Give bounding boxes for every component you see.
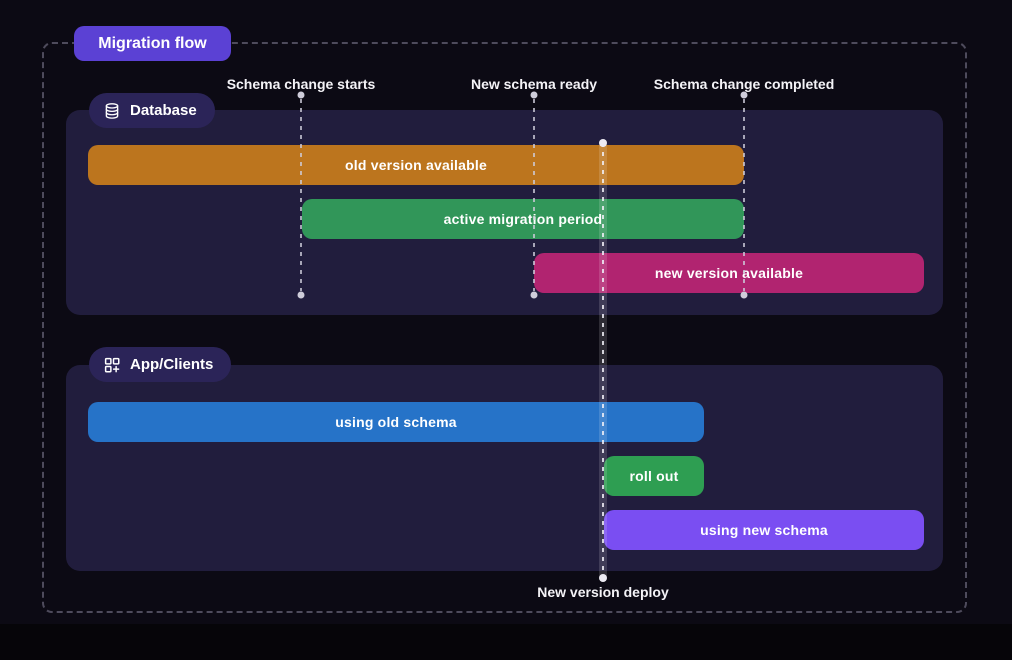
lane-badge-app-clients-label: App/Clients — [130, 356, 214, 373]
diagram-dashed-frame — [42, 42, 967, 613]
event-label-schema-change-completed: Schema change completed — [653, 76, 835, 92]
deploy-marker-label: New version deploy — [537, 584, 669, 600]
deploy-marker-top-dot — [599, 139, 607, 147]
page-title-label: Migration flow — [98, 34, 207, 52]
event-top-dot-new-schema-ready — [530, 91, 538, 99]
lane-badge-app-clients: App/Clients — [89, 347, 232, 382]
footer-strip — [0, 624, 1012, 660]
event-label-schema-change-starts: Schema change starts — [226, 76, 376, 92]
lane-badge-database-label: Database — [130, 102, 197, 119]
event-line-schema-change-completed — [743, 99, 745, 291]
bar-old-version-available: old version available — [88, 145, 744, 185]
bar-new-version-available: new version available — [534, 253, 924, 293]
event-line-schema-change-starts — [300, 99, 302, 291]
bar-using-old-schema: using old schema — [88, 402, 704, 442]
event-bottom-dot-schema-change-starts — [297, 291, 305, 299]
event-top-dot-schema-change-starts — [297, 91, 305, 99]
lane-badge-database: Database — [89, 93, 215, 128]
apps-plus-icon — [103, 356, 121, 374]
event-line-new-schema-ready — [533, 99, 535, 291]
deploy-marker-line — [602, 143, 604, 578]
bar-roll-out: roll out — [604, 456, 704, 496]
deploy-marker-bottom-dot — [599, 574, 607, 582]
event-bottom-dot-schema-change-completed — [740, 291, 748, 299]
bar-using-new-schema: using new schema — [604, 510, 924, 550]
page-title: Migration flow — [74, 26, 231, 61]
event-bottom-dot-new-schema-ready — [530, 291, 538, 299]
event-top-dot-schema-change-completed — [740, 91, 748, 99]
database-icon — [103, 102, 121, 120]
bar-active-migration-period: active migration period — [302, 199, 744, 239]
event-label-new-schema-ready: New schema ready — [470, 76, 598, 92]
